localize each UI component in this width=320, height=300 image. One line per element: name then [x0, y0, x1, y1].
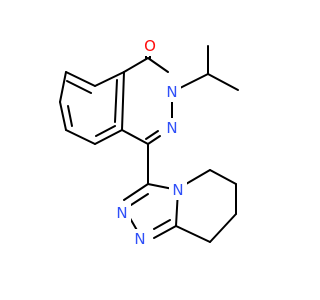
bond-c1-c8a — [123, 57, 149, 73]
atom-nitrogen-triazole-n1: N — [134, 230, 145, 248]
bond-c4a-c5b-b — [95, 125, 116, 137]
bond-c8-c7 — [65, 71, 96, 87]
bond-c5t-c6t — [209, 169, 237, 185]
bond-c8a-c4a-inner — [114, 79, 118, 123]
bond-c7t-c8t — [209, 213, 237, 243]
bond-c8at-n1-b — [153, 219, 171, 230]
bond-c6-c5 — [59, 101, 67, 131]
bond-c8-c7-b — [66, 80, 92, 94]
bond-n4-c5t — [185, 169, 211, 185]
bond-c7-c6 — [59, 71, 67, 103]
atom-oxygen: O — [144, 37, 156, 55]
bond-c8at-n1 — [153, 225, 177, 239]
atom-labels: O N N N N N — [113, 36, 187, 249]
bond-n2t-c3t — [123, 183, 149, 201]
bond-n3-c4-b — [145, 130, 159, 140]
bond-n3-c4 — [147, 135, 161, 145]
bond-c4-c4a — [121, 129, 149, 145]
bond-c6-c5-b — [67, 105, 73, 127]
bond-c8t-c8at — [175, 225, 211, 243]
bond-c4a-c8a — [121, 71, 125, 131]
bond-c5-c4a — [65, 129, 96, 145]
bonds — [59, 45, 239, 243]
bond-n2-ch — [179, 73, 209, 89]
atom-nitrogen-triazole-n2: N — [116, 204, 127, 222]
bond-c8a-c8 — [94, 71, 125, 87]
bond-c4a-c5b — [94, 129, 123, 145]
bond-c1-n2 — [147, 57, 169, 73]
bond-ch-me2 — [207, 73, 239, 91]
bond-n2t-c3t-b — [130, 193, 149, 206]
atom-nitrogen-n3: N — [166, 119, 177, 137]
atom-nitrogen-n2: N — [166, 83, 177, 101]
atom-nitrogen-triazole-n4: N — [172, 181, 183, 199]
structure-drawing: O N N N N N — [59, 36, 239, 249]
